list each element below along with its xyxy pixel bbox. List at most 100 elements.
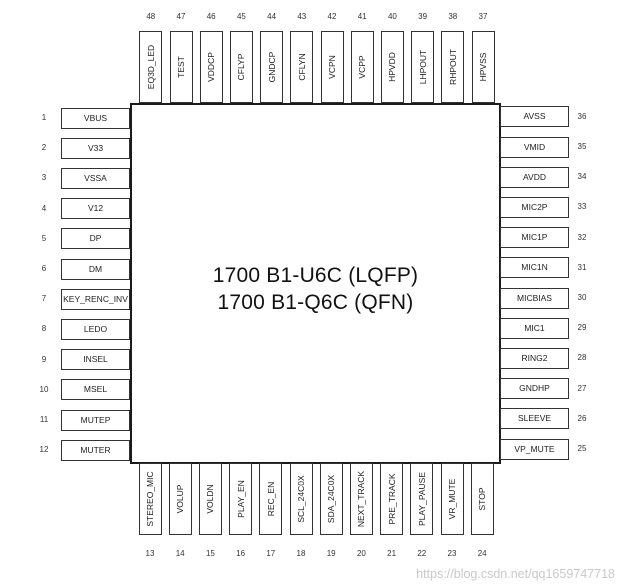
pin-label: RHPOUT [447,49,458,85]
pin-mic1: MIC1 [500,317,569,339]
pin-label: SDA_24C0X [326,474,337,524]
pin-vr-mute: VR_MUTE [440,463,464,535]
pin-avdd: AVDD [500,166,569,188]
pin-v12: V12 [61,198,130,220]
pin-insel: INSEL [61,349,130,371]
pin-stereo-mic: STEREO_MIC [138,463,162,535]
pin-stop: STOP [470,463,494,535]
pin-label: EQ3D_LED [145,44,156,90]
pin-label: TEST [176,56,186,78]
pin-rec-en: REC_EN [259,463,283,535]
pin-label: GNDCP [266,51,277,83]
pin-number: 35 [577,142,587,151]
pin-key-renc-inv: KEY_RENC_INV [61,288,130,310]
pin-number: 15 [205,549,215,558]
pin-label: LHPOUT [417,49,428,85]
chip-title-lqfp: 1700 B1-U6C (LQFP) [212,264,419,287]
pin-voldn: VOLDN [198,463,222,535]
pin-number: 29 [577,323,587,333]
pin-dm: DM [61,258,130,280]
pin-number: 6 [41,264,47,273]
pin-number: 43 [297,12,307,21]
pin-number: 20 [356,549,366,558]
pin-pre-track: PRE_TRACK [380,463,404,535]
pin-ring2: RING2 [500,347,569,369]
pin-number: 40 [387,12,397,21]
watermark: https://blog.csdn.net/qq1659747718 [416,567,615,581]
pin-number: 21 [387,549,397,558]
pin-avss: AVSS [500,106,569,128]
pin-hpvss: HPVSS [471,31,495,103]
pin-number: 5 [41,233,47,243]
pin-mic1p: MIC1P [500,227,569,249]
pin-number: 13 [145,549,155,558]
pin-label: VCPP [357,55,368,79]
pin-number: 14 [175,549,185,558]
pin-vcpp: VCPP [350,31,374,103]
pin-test: TEST [169,31,193,103]
pin-gndcp: GNDCP [260,31,284,103]
pin-msel: MSEL [61,379,130,401]
pin-number: 2 [41,143,47,153]
pin-sleeve: SLEEVE [500,408,569,430]
pin-vddcp: VDDCP [199,31,223,103]
pin-number: 32 [577,232,587,242]
pin-number: 17 [266,549,276,558]
pin-mic2p: MIC2P [500,196,569,218]
pin-number: 11 [39,415,49,424]
pin-number: 27 [577,383,587,393]
pin-label: VR_MUTE [447,478,457,520]
pin-label: VOLUP [175,484,186,514]
pin-vp-mute: VP_MUTE [500,438,569,460]
pin-number: 36 [577,111,587,121]
pin-rhpout: RHPOUT [441,31,465,103]
pin-label: VDDCP [206,52,217,82]
pin-number: 44 [267,12,277,21]
pin-scl-24c0x: SCL_24C0X [289,463,313,535]
pin-number: 48 [146,12,156,21]
pin-volup: VOLUP [168,463,192,535]
pin-label: NEXT_TRACK [356,470,367,528]
pin-eq3d-led: EQ3D_LED [139,31,163,103]
pin-play-en: PLAY_EN [229,463,253,535]
pin-number: 47 [176,12,186,21]
chip-title-qfn: 1700 B1-Q6C (QFN) [217,291,414,314]
pin-number: 37 [478,12,488,21]
pin-label: CFLYP [236,53,247,81]
pin-gndhp: GNDHP [500,378,569,400]
pin-cflyn: CFLYN [290,31,314,103]
pin-label: VOLDN [205,484,216,514]
pin-number: 38 [448,12,458,21]
pin-label: CFLYN [296,53,307,81]
pin-number: 33 [577,202,587,212]
pin-v33: V33 [61,137,130,159]
pin-mic1n: MIC1N [500,257,569,279]
pin-vssa: VSSA [61,167,130,189]
pin-number: 18 [296,549,306,558]
pin-number: 1 [41,113,47,122]
pin-number: 41 [357,12,367,21]
pin-cflyp: CFLYP [229,31,253,103]
pin-number: 8 [41,324,47,334]
pin-number: 19 [326,549,336,558]
pin-number: 39 [418,12,428,21]
pin-label: HPVDD [387,52,398,82]
pin-number: 28 [577,353,587,363]
pin-number: 24 [477,549,487,558]
pin-number: 46 [206,12,216,21]
pin-number: 30 [577,293,587,302]
pin-label: STOP [477,487,488,511]
pin-label: REC_EN [265,481,276,517]
pin-mutep: MUTEP [61,409,130,431]
pin-label: VCPN [327,55,337,79]
pin-play-pause: PLAY_PAUSE [410,463,434,535]
pin-number: 9 [41,354,47,364]
pin-label: STEREO_MIC [145,471,155,527]
pin-hpvdd: HPVDD [380,31,404,103]
chip-body: 1700 B1-U6C (LQFP) 1700 B1-Q6C (QFN) [130,103,501,464]
pin-number: 10 [39,384,49,394]
pin-micbias: MICBIAS [500,287,569,309]
pin-number: 12 [39,445,49,455]
pin-number: 16 [236,549,246,558]
pin-dp: DP [61,228,130,250]
